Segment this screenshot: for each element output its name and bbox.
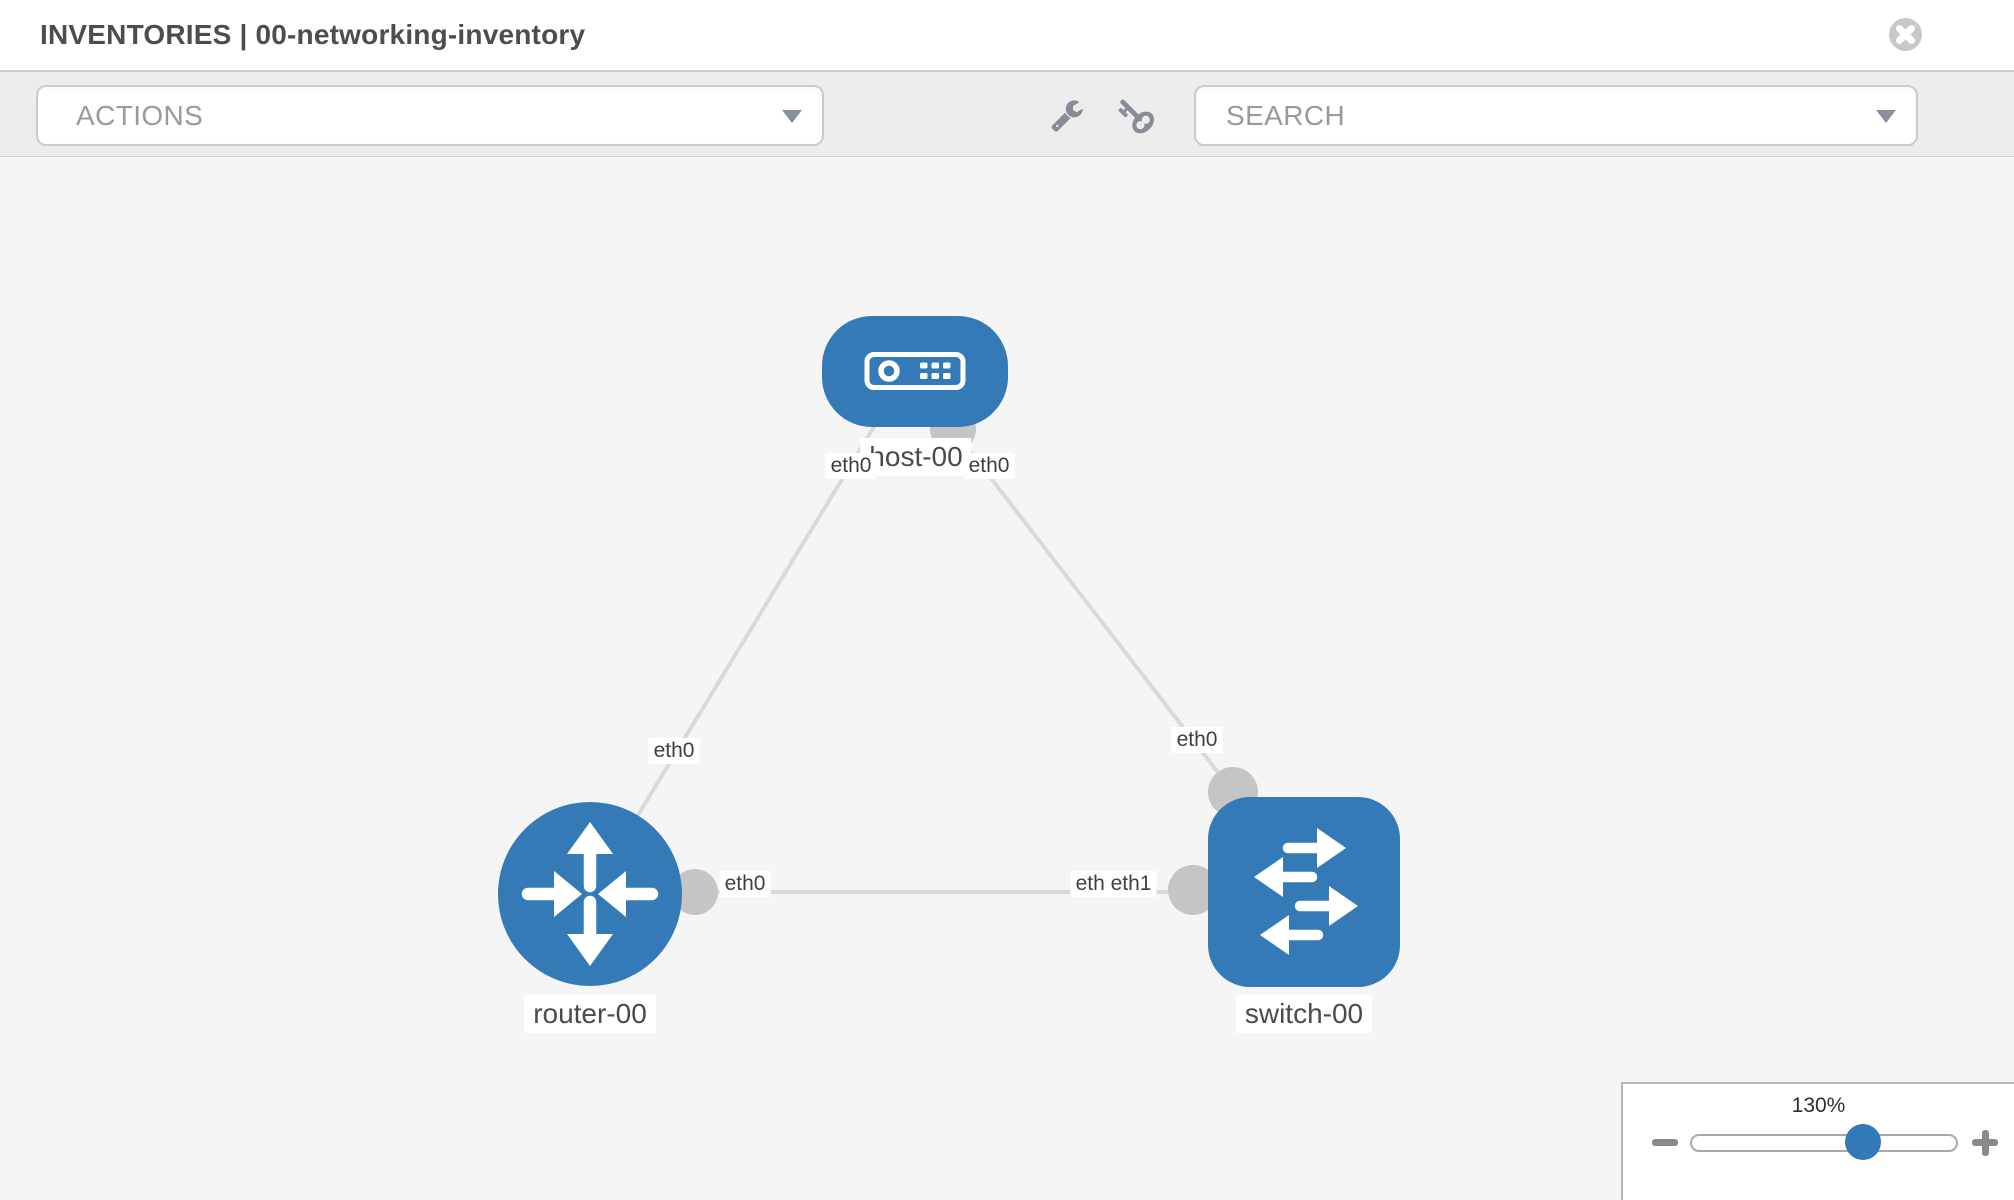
wrench-icon[interactable] bbox=[1050, 98, 1084, 132]
close-icon[interactable] bbox=[1889, 18, 1922, 51]
port-switch-eth1 bbox=[1168, 865, 1218, 915]
chevron-down-icon bbox=[1876, 109, 1896, 123]
zoom-panel: 130% bbox=[1621, 1082, 2014, 1200]
toolbar: ACTIONS SEARCH bbox=[0, 72, 2014, 157]
actions-dropdown[interactable]: ACTIONS bbox=[36, 85, 824, 146]
topology-graph bbox=[498, 316, 1400, 987]
iface-label-host-eth0-right: eth0 bbox=[963, 453, 1015, 479]
node-label-switch: switch-00 bbox=[1235, 995, 1373, 1033]
node-label-router: router-00 bbox=[524, 995, 656, 1033]
port-router-eth0 bbox=[672, 869, 718, 915]
node-host-00[interactable] bbox=[822, 316, 1008, 427]
page-title: INVENTORIES | 00-networking-inventory bbox=[40, 19, 586, 50]
interface-ports bbox=[672, 406, 1258, 915]
search-dropdown[interactable]: SEARCH bbox=[1194, 85, 1918, 146]
node-router-00[interactable] bbox=[498, 802, 682, 986]
switch-icon bbox=[1254, 828, 1358, 955]
search-placeholder: SEARCH bbox=[1226, 99, 1346, 131]
topology-canvas[interactable]: host-00 router-00 switch-00 eth0 eth0 et… bbox=[0, 157, 2014, 1200]
iface-label-router-eth0: eth0 bbox=[719, 871, 771, 897]
zoom-out-icon[interactable] bbox=[1652, 1139, 1678, 1146]
zoom-level-value: 130% bbox=[1791, 1094, 1846, 1117]
node-label-host: host-00 bbox=[860, 438, 972, 476]
actions-dropdown-label: ACTIONS bbox=[76, 99, 204, 131]
zoom-slider-track[interactable] bbox=[1690, 1134, 1958, 1152]
link-lines bbox=[588, 423, 1304, 896]
header: INVENTORIES | 00-networking-inventory bbox=[0, 0, 2014, 72]
node-switch-00[interactable] bbox=[1208, 797, 1400, 987]
chevron-down-icon bbox=[782, 109, 802, 123]
router-icon bbox=[521, 822, 659, 966]
iface-label-switch-eth0-uplink: eth0 bbox=[1171, 727, 1223, 753]
iface-label-host-eth0-left: eth0 bbox=[825, 453, 877, 479]
iface-label-router-eth0-uplink: eth0 bbox=[648, 738, 700, 764]
zoom-slider-thumb[interactable] bbox=[1845, 1124, 1881, 1160]
key-icon[interactable] bbox=[1116, 98, 1154, 136]
iface-label-switch-eth1: eth1 bbox=[1105, 871, 1157, 897]
host-icon bbox=[864, 352, 966, 390]
zoom-in-icon[interactable] bbox=[1954, 1084, 2014, 1200]
